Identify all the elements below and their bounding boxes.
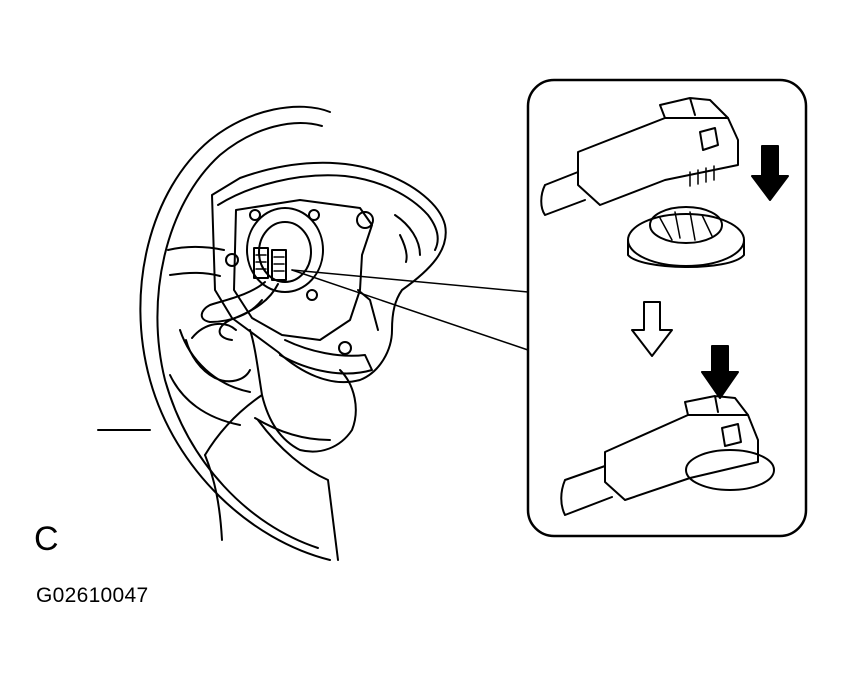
detail-step-1 <box>540 97 789 268</box>
steering-wheel <box>97 105 331 561</box>
hand-left <box>185 322 251 383</box>
detail-inset <box>526 78 808 538</box>
down-arrow-outline-icon <box>631 301 673 357</box>
steering-wheel-rim-inner <box>156 122 323 549</box>
airbag-connector <box>253 247 269 279</box>
mounting-bolt <box>306 289 318 301</box>
connector-pins <box>689 165 715 187</box>
connector-latch <box>699 127 719 151</box>
detail-step-2 <box>560 345 775 516</box>
socket-base-side <box>627 239 745 268</box>
airbag-module <box>200 161 447 384</box>
airbag-module-side-detail <box>357 214 421 331</box>
socket-slots <box>659 211 713 241</box>
socket-base <box>685 449 775 491</box>
mounting-bolt <box>225 253 239 267</box>
wiring-harness <box>218 283 279 341</box>
connector-latch <box>721 423 742 447</box>
socket-top <box>649 206 723 244</box>
airbag-module-frame <box>233 199 373 341</box>
airbag-module-shell <box>211 161 447 384</box>
connector-hatching <box>255 254 285 272</box>
airbag-module-lower-trim <box>279 339 373 375</box>
steering-wheel-rim <box>139 105 331 561</box>
hands <box>185 322 357 561</box>
sleeve-cuff <box>254 417 331 441</box>
panel-letter: C <box>34 520 59 558</box>
airbag-module-rim <box>217 174 439 251</box>
inflator-housing <box>246 207 324 293</box>
detail-inset-frame <box>526 78 808 538</box>
leader-line-bottom <box>291 269 529 351</box>
connector-body-top <box>684 395 749 416</box>
connector-cable <box>560 465 613 516</box>
mounting-bolt <box>249 209 261 221</box>
inflator-housing-inner <box>258 221 312 283</box>
connector-body <box>577 117 739 206</box>
figure-code: G02610047 <box>36 584 149 607</box>
mounting-bolt <box>308 209 320 221</box>
steering-wheel-hub-lower <box>169 329 251 426</box>
airbag-connector <box>271 249 287 281</box>
forearm-sleeve <box>204 419 339 561</box>
connector-body-top <box>659 97 729 119</box>
down-arrow-solid-icon <box>701 345 739 399</box>
mounting-bolt <box>356 211 374 229</box>
connector-cable <box>540 171 586 216</box>
mounting-bolt <box>338 341 352 355</box>
leader-line-top <box>291 269 529 293</box>
connector-body <box>604 414 759 501</box>
steering-wheel-spoke <box>167 246 225 277</box>
socket-base <box>627 213 745 267</box>
hand-right <box>204 329 357 456</box>
detail-leader-lines <box>291 269 529 351</box>
down-arrow-solid-icon <box>751 145 789 201</box>
